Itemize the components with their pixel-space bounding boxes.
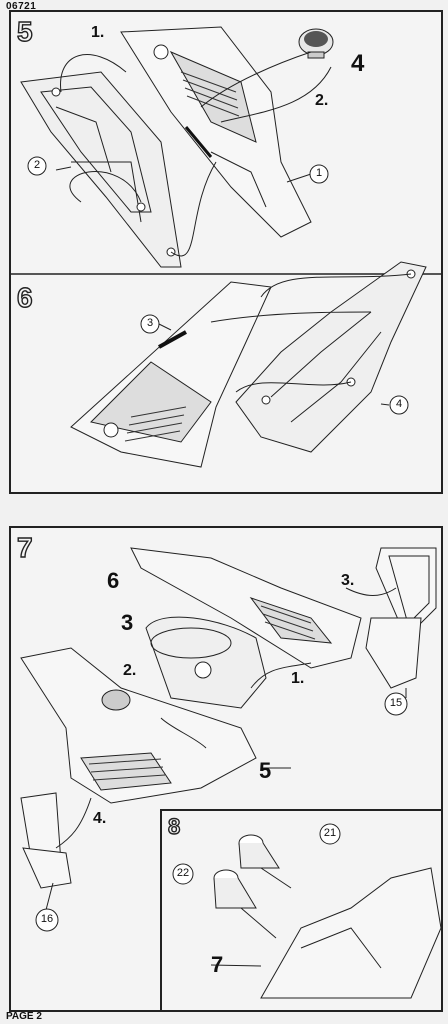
step-7-part-5-label: 5 — [259, 758, 272, 783]
part-16-wing-drawing — [20, 792, 72, 889]
part-15-wing-drawing — [365, 547, 437, 689]
step-5-callout-1: 1. — [91, 24, 105, 41]
part-2-frame-drawing — [20, 71, 182, 268]
step-7-part-3-label: 3 — [121, 610, 134, 635]
step-5-callout-2: 2. — [315, 92, 329, 109]
step-6-hull-drawing — [70, 281, 272, 468]
step-6-number: 6 — [16, 282, 33, 313]
part-5-assembly-drawing — [20, 647, 257, 804]
step-7-part-circle-15: 15 — [389, 697, 403, 709]
step-7-illustration — [20, 547, 441, 1010]
step-7-callout-4: 4. — [93, 810, 107, 827]
panel-step-7: 7 — [9, 526, 443, 1012]
step-8-part-circle-22: 22 — [176, 867, 190, 879]
part-7-assembly-drawing — [260, 867, 441, 999]
part-6-hull-drawing — [130, 547, 362, 669]
step-7-number: 7 — [16, 532, 33, 563]
step-5-part-circle-1: 1 — [315, 167, 323, 179]
part-3-canopy-drawing — [145, 616, 267, 709]
step-7-8-part-circles — [35, 692, 408, 932]
step-6-frame-drawing — [235, 261, 427, 453]
step-6-part-circle-3: 3 — [146, 317, 154, 329]
step-8-part-circle-21: 21 — [323, 827, 337, 839]
step-7-part-6-label: 6 — [107, 568, 120, 593]
panel-steps-5-6: 5 — [9, 10, 443, 494]
step-5-part-circle-2: 2 — [33, 159, 41, 171]
step-7-callout-3: 3. — [341, 572, 355, 589]
part-4-cockpit-drawing — [298, 28, 334, 59]
step-7-callout-2: 2. — [123, 662, 137, 679]
step-5-illustration — [11, 26, 441, 468]
part-22-engine-drawing — [213, 869, 277, 939]
page-number: PAGE 2 — [6, 1011, 42, 1022]
step-8-number: 8 — [167, 814, 181, 839]
step-7-callout-1: 1. — [291, 670, 305, 687]
step-5-part-4-label: 4 — [351, 50, 365, 77]
step-8-part-7-label: 7 — [211, 952, 224, 977]
part-21-engine-drawing — [238, 834, 292, 889]
part-number-circles — [27, 156, 409, 415]
step-7-part-circle-16: 16 — [40, 913, 54, 925]
step-6-part-circle-4: 4 — [395, 398, 403, 410]
step-5-number: 5 — [16, 16, 33, 47]
document-code: 06721 — [6, 1, 37, 12]
